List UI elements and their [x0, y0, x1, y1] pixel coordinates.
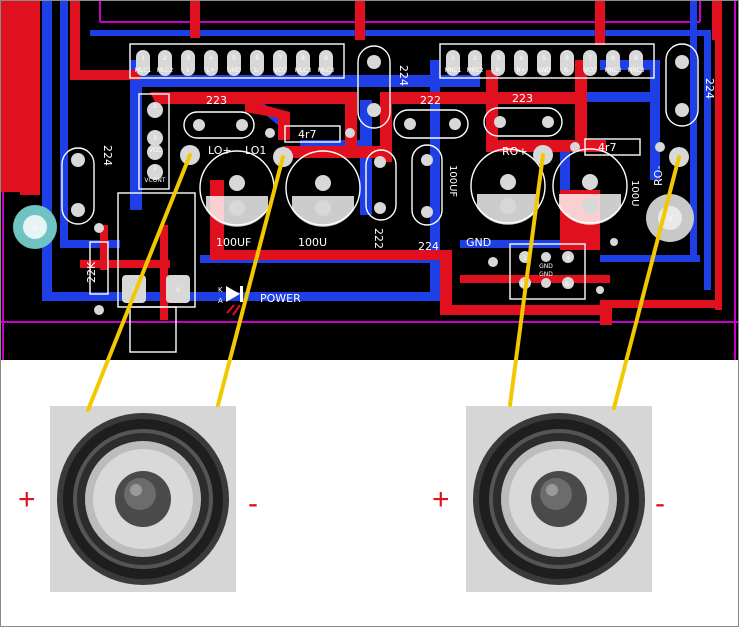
- svg-text:3: 3: [186, 55, 190, 62]
- left-speaker-minus: -: [248, 487, 258, 520]
- svg-text:MRC1: MRC1: [444, 67, 461, 74]
- svg-text:4r7: 4r7: [598, 141, 617, 154]
- svg-text:2: 2: [163, 55, 167, 62]
- svg-text:1: 1: [153, 165, 157, 172]
- svg-text:7: 7: [588, 55, 592, 62]
- svg-text:1: 1: [141, 55, 145, 62]
- svg-text:4r7: 4r7: [298, 128, 317, 141]
- svg-text:224: 224: [703, 78, 716, 99]
- header-left-text: 1 2 3 4 5 6 7 8 9 MLC1 MLC2 L L+ GND L- …: [135, 55, 335, 74]
- svg-text:LO+: LO+: [208, 144, 232, 157]
- svg-text:8: 8: [611, 55, 615, 62]
- svg-text:0: 0: [668, 216, 672, 223]
- svg-text:R: R: [496, 67, 500, 74]
- svg-text:VCONT: VCONT: [144, 177, 166, 184]
- svg-text:1: 1: [132, 287, 136, 294]
- svg-text:MRC2: MRC2: [466, 67, 483, 74]
- svg-text:222: 222: [420, 94, 441, 107]
- header-right-text: 1 2 3 4 5 6 7 8 9 MRC1 MRC2 R R+ GND R- …: [444, 55, 644, 74]
- svg-text:B+: B+: [520, 281, 529, 288]
- svg-text:K: K: [218, 286, 223, 294]
- svg-text:LO1: LO1: [245, 144, 266, 157]
- pcb-layout: 1 2 3 4 5 6 7 8 9 MLC1 MLC2 L L+ GND L- …: [0, 0, 739, 360]
- left-speaker-icon: [50, 406, 236, 592]
- svg-text:3: 3: [677, 155, 681, 162]
- right-speaker-minus: -: [655, 487, 665, 520]
- svg-text:MRC3: MRC3: [627, 67, 644, 74]
- svg-text:100U: 100U: [298, 236, 327, 249]
- svg-text:RO+: RO+: [502, 145, 528, 158]
- svg-text:MRC3: MRC3: [604, 67, 621, 74]
- pcb-artwork: 1 2 3 4 5 6 7 8 9 MLC1 MLC2 L L+ GND L- …: [0, 0, 739, 360]
- svg-text:222: 222: [372, 228, 385, 249]
- svg-text:VCC: VCC: [149, 147, 161, 154]
- svg-text:5: 5: [542, 55, 546, 62]
- svg-text:GND: GND: [466, 236, 491, 249]
- svg-text:100UF: 100UF: [216, 236, 251, 249]
- svg-text:GND: GND: [539, 271, 553, 278]
- svg-text:8: 8: [301, 55, 305, 62]
- svg-text:GND: GND: [539, 263, 553, 270]
- svg-text:POWER: POWER: [260, 292, 301, 305]
- svg-text:B-: B-: [565, 281, 571, 288]
- svg-text:L-: L-: [254, 67, 259, 74]
- right-speaker-icon: [466, 406, 652, 592]
- svg-text:0: 0: [33, 225, 37, 232]
- svg-text:GND: GND: [227, 67, 241, 74]
- svg-text:6: 6: [255, 55, 259, 62]
- svg-text:MLC3: MLC3: [318, 67, 335, 74]
- svg-text:9: 9: [324, 55, 328, 62]
- svg-text:MLC1: MLC1: [135, 67, 152, 74]
- svg-text:2: 2: [473, 55, 477, 62]
- svg-text:223: 223: [206, 94, 227, 107]
- svg-text:22K: 22K: [85, 261, 98, 283]
- svg-text:A: A: [218, 297, 223, 305]
- svg-text:5: 5: [232, 55, 236, 62]
- svg-text:RO-: RO-: [652, 165, 665, 186]
- svg-text:2: 2: [153, 103, 157, 110]
- header-right-pads: [446, 50, 643, 76]
- svg-text:VCC: VCC: [584, 67, 596, 74]
- svg-text:7: 7: [278, 55, 282, 62]
- header-left-pads: [136, 50, 333, 76]
- svg-text:1: 1: [523, 255, 527, 262]
- svg-text:9: 9: [634, 55, 638, 62]
- svg-text:R+: R+: [516, 67, 525, 74]
- cap-hatching: [206, 194, 621, 227]
- right-speaker-plus: +: [432, 483, 450, 516]
- svg-text:224: 224: [397, 65, 410, 86]
- header-bottom: 1 B+ 4 B- GND GND: [519, 251, 574, 289]
- svg-text:4: 4: [566, 255, 570, 262]
- svg-text:0: 0: [188, 153, 192, 160]
- svg-text:GND: GND: [537, 67, 551, 74]
- svg-text:224: 224: [418, 240, 439, 253]
- svg-text:L+: L+: [207, 67, 215, 74]
- svg-text:6: 6: [565, 55, 569, 62]
- svg-text:MLC3: MLC3: [295, 67, 312, 74]
- svg-text:224: 224: [101, 145, 114, 166]
- svg-text:L: L: [186, 67, 190, 74]
- svg-text:4: 4: [519, 55, 523, 62]
- svg-text:0: 0: [176, 287, 180, 294]
- svg-text:0: 0: [541, 153, 545, 160]
- svg-text:3: 3: [153, 135, 157, 142]
- svg-text:R-: R-: [564, 67, 570, 74]
- svg-text:223: 223: [512, 92, 533, 105]
- svg-text:4: 4: [209, 55, 213, 62]
- svg-text:1: 1: [281, 155, 285, 162]
- svg-text:MLC2: MLC2: [157, 67, 174, 74]
- svg-text:3: 3: [496, 55, 500, 62]
- svg-text:100UF: 100UF: [447, 165, 458, 197]
- svg-text:1: 1: [451, 55, 455, 62]
- left-speaker-plus: +: [18, 483, 36, 516]
- svg-text:VCC: VCC: [274, 67, 286, 74]
- svg-text:100U: 100U: [629, 180, 640, 206]
